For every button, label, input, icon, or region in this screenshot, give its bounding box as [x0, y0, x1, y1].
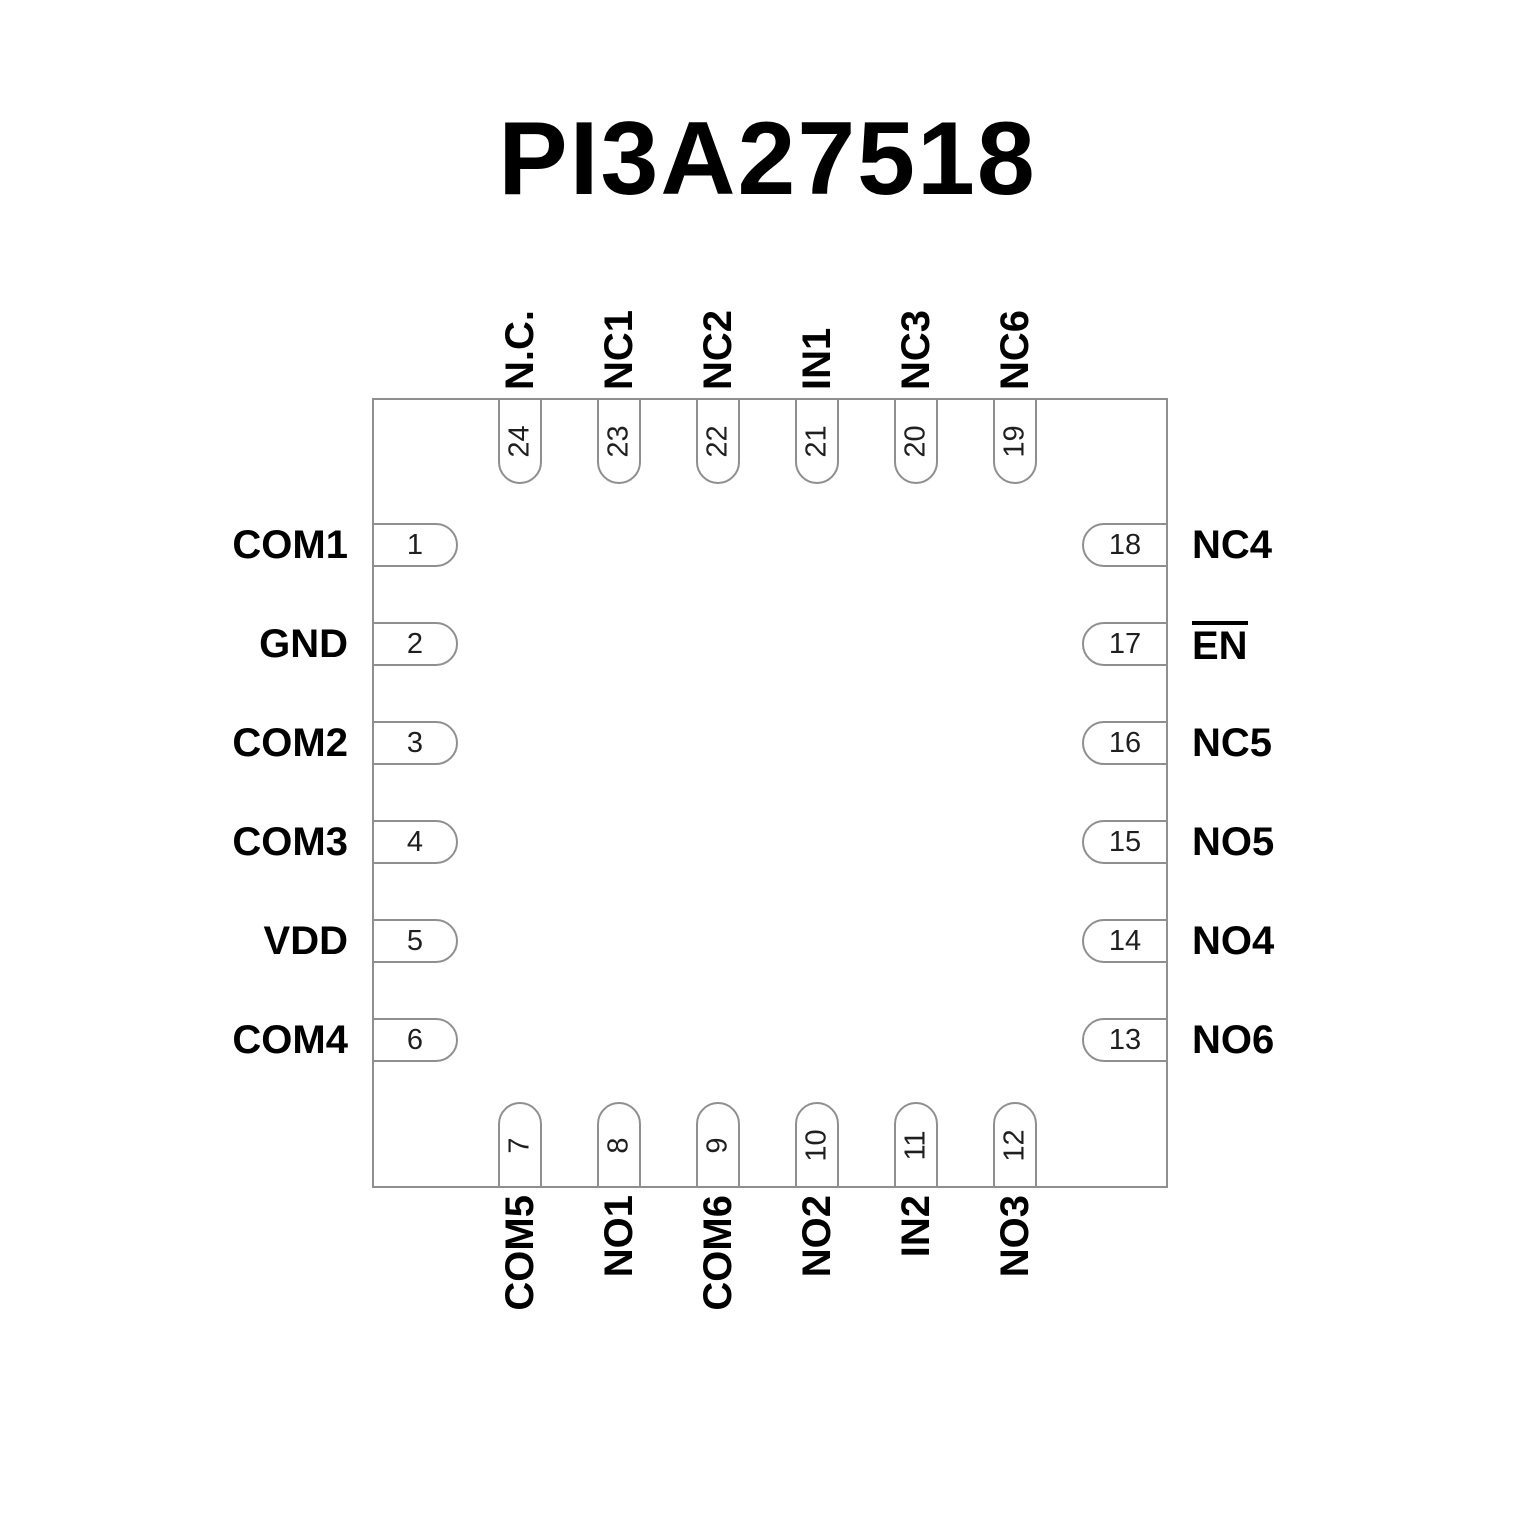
- pin-number: 14: [1108, 924, 1142, 957]
- pin-label-22: NC2: [696, 270, 740, 390]
- pin-pad-9: 9: [696, 1102, 740, 1188]
- pin-label-17: EN: [1192, 621, 1480, 667]
- pin-label-9: COM6: [696, 1195, 740, 1345]
- pin-number: 6: [406, 1023, 424, 1056]
- pin-pad-5: 5: [372, 919, 458, 963]
- pin-label-5: VDD: [60, 919, 348, 963]
- pin-label-text: NO3: [992, 1195, 1037, 1278]
- pin-pad-8: 8: [597, 1102, 641, 1188]
- pin-number: 20: [899, 424, 932, 458]
- pin-pad-23: 23: [597, 398, 641, 484]
- pin-number: 22: [701, 424, 734, 458]
- pin-label-24: N.C.: [498, 270, 542, 390]
- pin-pad-20: 20: [894, 398, 938, 484]
- pin-label-text: NO1: [596, 1195, 641, 1278]
- pin-label-text: NC5: [1192, 720, 1273, 765]
- pin-number: 8: [602, 1136, 635, 1154]
- pin-label-10: NO2: [795, 1195, 839, 1345]
- pin-pad-24: 24: [498, 398, 542, 484]
- pin-label-text: GND: [259, 621, 348, 666]
- pin-label-text: IN2: [893, 1195, 938, 1258]
- pin-number: 17: [1108, 627, 1142, 660]
- pin-label-21: IN1: [795, 270, 839, 390]
- chip-title: PI3A27518: [498, 101, 1037, 217]
- pin-label-14: NO4: [1192, 919, 1480, 963]
- pin-label-4: COM3: [60, 820, 348, 864]
- pin-number: 7: [503, 1136, 536, 1154]
- pin-number: 12: [998, 1128, 1031, 1162]
- pin-pad-6: 6: [372, 1018, 458, 1062]
- pin-label-text: NO6: [1192, 1017, 1275, 1062]
- pin-number: 1: [406, 528, 424, 561]
- pin-label-text: COM2: [232, 720, 348, 765]
- pin-number: 4: [406, 825, 424, 858]
- pin-label-text: NC4: [1192, 522, 1273, 567]
- pin-label-2: GND: [60, 622, 348, 666]
- pin-label-text: NO4: [1192, 918, 1275, 963]
- pin-label-1: COM1: [60, 523, 348, 567]
- pin-label-text: VDD: [263, 918, 348, 963]
- pin-label-23: NC1: [597, 270, 641, 390]
- pin-pad-3: 3: [372, 721, 458, 765]
- pin-label-text: COM3: [232, 819, 348, 864]
- pin-pad-17: 17: [1082, 622, 1168, 666]
- pin-label-text: NO5: [1192, 819, 1275, 864]
- pin-pad-11: 11: [894, 1102, 938, 1188]
- pin-number: 10: [800, 1128, 833, 1162]
- pin-label-text: COM6: [695, 1195, 740, 1311]
- pin-label-6: COM4: [60, 1018, 348, 1062]
- pin-label-19: NC6: [993, 270, 1037, 390]
- pin-label-3: COM2: [60, 721, 348, 765]
- pin-number: 3: [406, 726, 424, 759]
- pin-label-16: NC5: [1192, 721, 1480, 765]
- pin-label-7: COM5: [498, 1195, 542, 1345]
- pin-pad-4: 4: [372, 820, 458, 864]
- pin-number: 9: [701, 1136, 734, 1154]
- pin-pad-16: 16: [1082, 721, 1168, 765]
- pin-pad-12: 12: [993, 1102, 1037, 1188]
- pin-label-text: NC2: [695, 309, 740, 390]
- pin-number: 13: [1108, 1023, 1142, 1056]
- pin-number: 16: [1108, 726, 1142, 759]
- pin-label-12: NO3: [993, 1195, 1037, 1345]
- pin-number: 19: [998, 424, 1031, 458]
- pin-number: 5: [406, 924, 424, 957]
- pin-pad-18: 18: [1082, 523, 1168, 567]
- pin-number: 11: [899, 1129, 932, 1161]
- pin-number: 18: [1108, 528, 1142, 561]
- pin-pad-10: 10: [795, 1102, 839, 1188]
- pin-label-8: NO1: [597, 1195, 641, 1345]
- pin-label-text: IN1: [794, 327, 839, 390]
- pin-label-text: COM4: [232, 1017, 348, 1062]
- pin-pad-1: 1: [372, 523, 458, 567]
- pin-pad-13: 13: [1082, 1018, 1168, 1062]
- pin-label-15: NO5: [1192, 820, 1480, 864]
- pin-pad-19: 19: [993, 398, 1037, 484]
- chip-body: [372, 398, 1168, 1188]
- pin-label-text: COM1: [232, 522, 348, 567]
- pin-number: 2: [406, 627, 424, 660]
- pin-label-18: NC4: [1192, 523, 1480, 567]
- pin-pad-21: 21: [795, 398, 839, 484]
- pin-number: 24: [503, 424, 536, 458]
- pin-label-text: NC1: [596, 309, 641, 390]
- pin-label-text: COM5: [497, 1195, 542, 1311]
- pin-label-text: NC6: [992, 309, 1037, 390]
- pin-label-text: EN: [1192, 621, 1248, 667]
- pin-number: 23: [602, 424, 635, 458]
- pin-pad-2: 2: [372, 622, 458, 666]
- pin-pad-14: 14: [1082, 919, 1168, 963]
- pin-pad-22: 22: [696, 398, 740, 484]
- pin-label-text: N.C.: [497, 310, 542, 390]
- pin-label-11: IN2: [894, 1195, 938, 1345]
- pin-pad-7: 7: [498, 1102, 542, 1188]
- pin-label-text: NC3: [893, 309, 938, 390]
- pin-number: 21: [800, 424, 833, 458]
- pin-label-13: NO6: [1192, 1018, 1480, 1062]
- pin-label-20: NC3: [894, 270, 938, 390]
- pin-label-text: NO2: [794, 1195, 839, 1278]
- pin-pad-15: 15: [1082, 820, 1168, 864]
- pin-number: 15: [1108, 825, 1142, 858]
